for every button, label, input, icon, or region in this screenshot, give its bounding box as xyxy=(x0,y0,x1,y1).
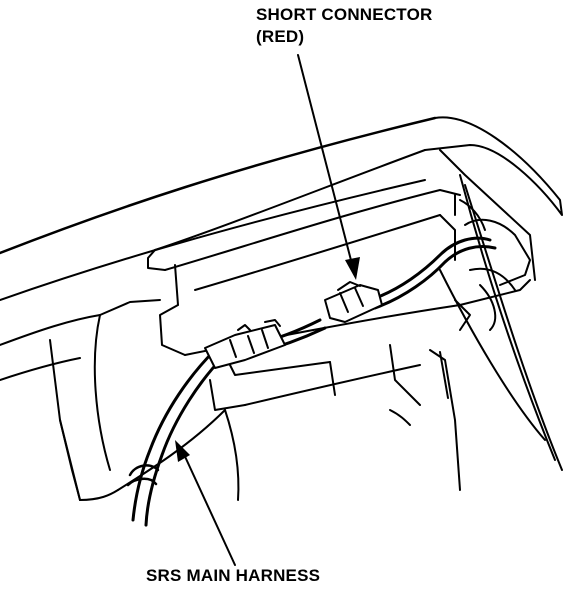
short-connector-color-label: (RED) xyxy=(256,27,305,46)
glove-box-frame xyxy=(49,116,563,501)
short-connector-leader xyxy=(297,54,360,280)
short-connector xyxy=(324,281,383,323)
lower-panel xyxy=(117,344,461,501)
srs-main-harness-label: SRS MAIN HARNESS xyxy=(146,566,321,585)
harness-connector xyxy=(204,319,286,369)
right-support-lines xyxy=(439,174,563,471)
recess-box xyxy=(159,149,536,356)
wire-harness xyxy=(126,236,497,527)
harness-leader xyxy=(175,440,236,566)
dashboard-panel xyxy=(0,116,437,381)
short-connector-label: SHORT CONNECTOR xyxy=(256,5,433,24)
